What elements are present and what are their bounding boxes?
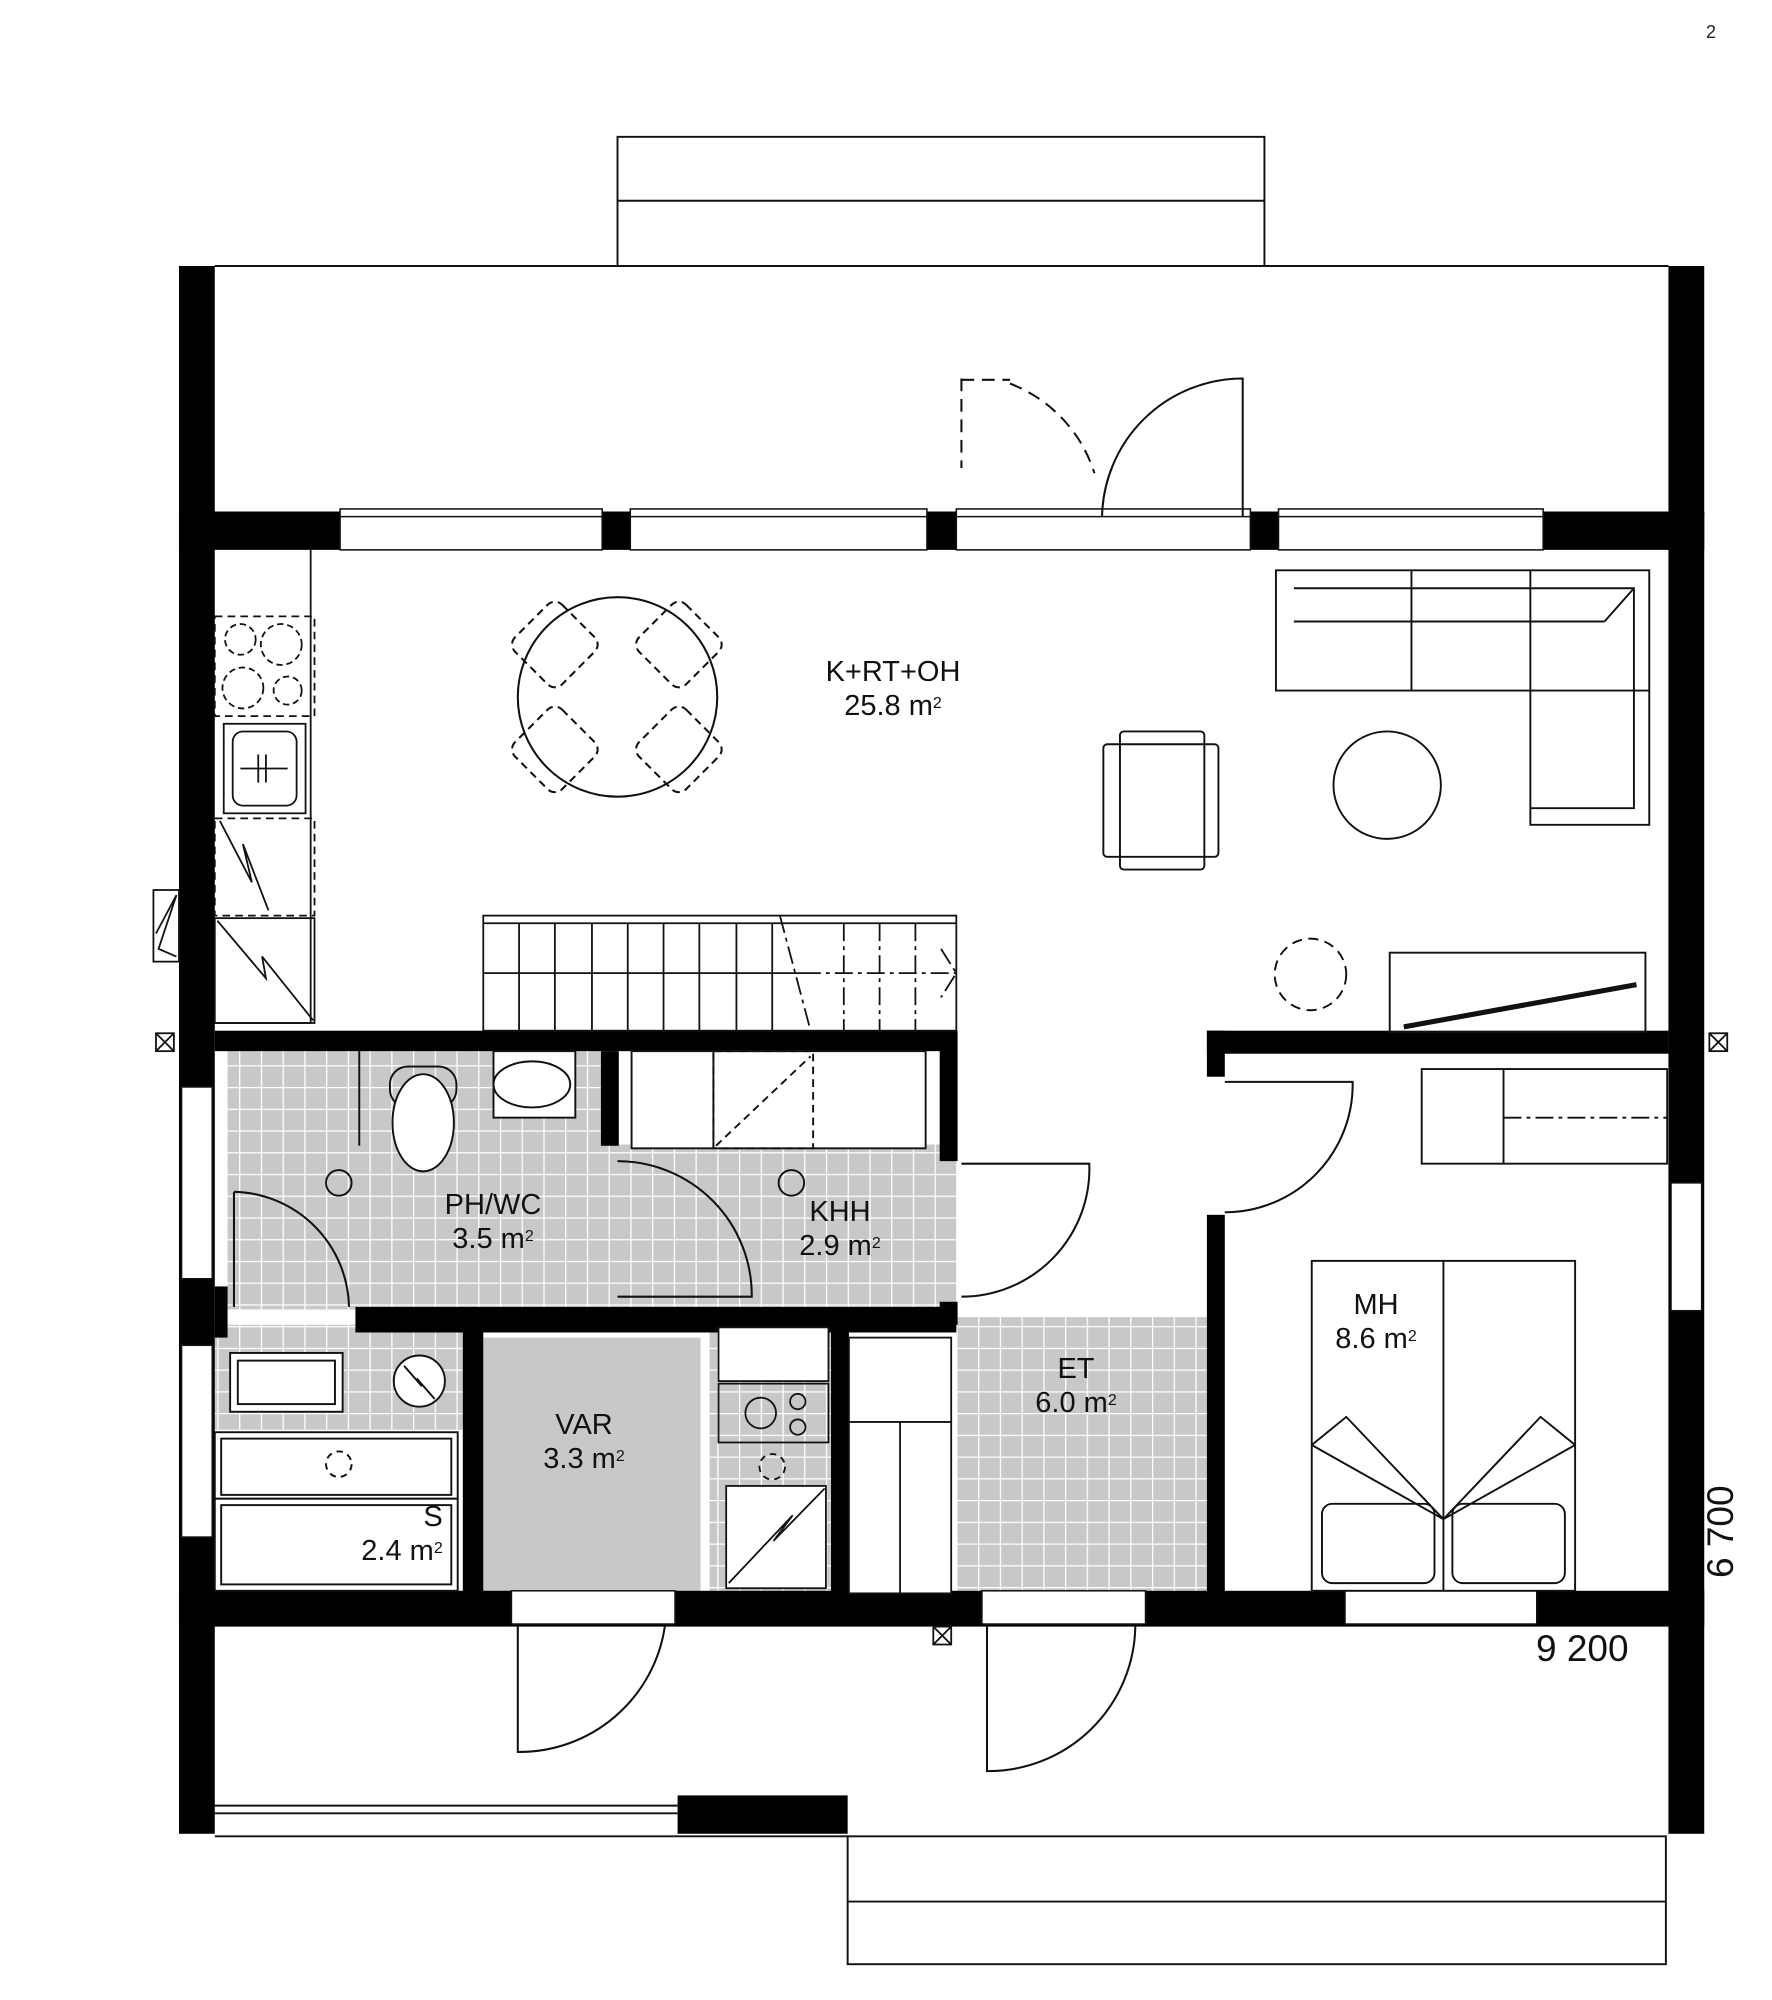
room-label-sauna: S 2.4 m2 bbox=[361, 1500, 442, 1568]
room-area: 3.5 m2 bbox=[452, 1223, 534, 1255]
staircase bbox=[482, 914, 958, 1032]
windows bbox=[180, 508, 1703, 1625]
room-label-bath: PH/WC 3.5 m2 bbox=[445, 1188, 542, 1256]
room-name: VAR bbox=[555, 1409, 613, 1441]
room-name: K+RT+OH bbox=[825, 656, 961, 688]
interior-walls bbox=[214, 1030, 1669, 1594]
room-area: 3.3 m2 bbox=[543, 1443, 625, 1475]
storage-floor bbox=[483, 1337, 701, 1594]
room-area: 2.9 m2 bbox=[799, 1230, 881, 1262]
room-name: ET bbox=[1057, 1353, 1095, 1385]
room-label-storage: VAR 3.3 m2 bbox=[543, 1408, 624, 1476]
room-label-living: K+RT+OH 25.8 m2 bbox=[826, 655, 961, 723]
living-furniture bbox=[1102, 569, 1651, 1033]
utility-appliances bbox=[717, 1326, 953, 1595]
bedroom-furniture bbox=[1310, 1068, 1669, 1592]
room-label-bedroom: MH 8.6 m2 bbox=[1335, 1288, 1416, 1356]
room-name: KHH bbox=[809, 1196, 871, 1228]
room-label-entry: ET 6.0 m2 bbox=[1035, 1352, 1116, 1420]
kitchen-counter bbox=[213, 549, 316, 1024]
room-name: S bbox=[423, 1501, 443, 1533]
dimension-depth: 6 700 bbox=[1700, 1485, 1741, 1578]
room-name: PH/WC bbox=[444, 1189, 542, 1221]
dining-set bbox=[511, 596, 723, 798]
room-area: 6.0 m2 bbox=[1035, 1387, 1117, 1419]
top-deck bbox=[214, 135, 1669, 267]
room-label-utility: KHH 2.9 m2 bbox=[799, 1195, 880, 1263]
room-area: 8.6 m2 bbox=[1335, 1323, 1417, 1355]
door-swings bbox=[232, 377, 1354, 1773]
corner-mark: 2 bbox=[1706, 22, 1717, 42]
room-area: 25.8 m2 bbox=[844, 690, 942, 722]
terrace-posts bbox=[178, 265, 1705, 1834]
entry-floor bbox=[956, 1317, 1207, 1594]
bottom-deck bbox=[214, 1804, 1667, 1966]
room-name: MH bbox=[1353, 1289, 1399, 1321]
room-area: 2.4 m2 bbox=[361, 1535, 443, 1567]
dimension-width: 9 200 bbox=[1536, 1628, 1629, 1669]
bath-fixtures bbox=[213, 1050, 927, 1592]
wall-markers bbox=[152, 889, 1729, 1646]
